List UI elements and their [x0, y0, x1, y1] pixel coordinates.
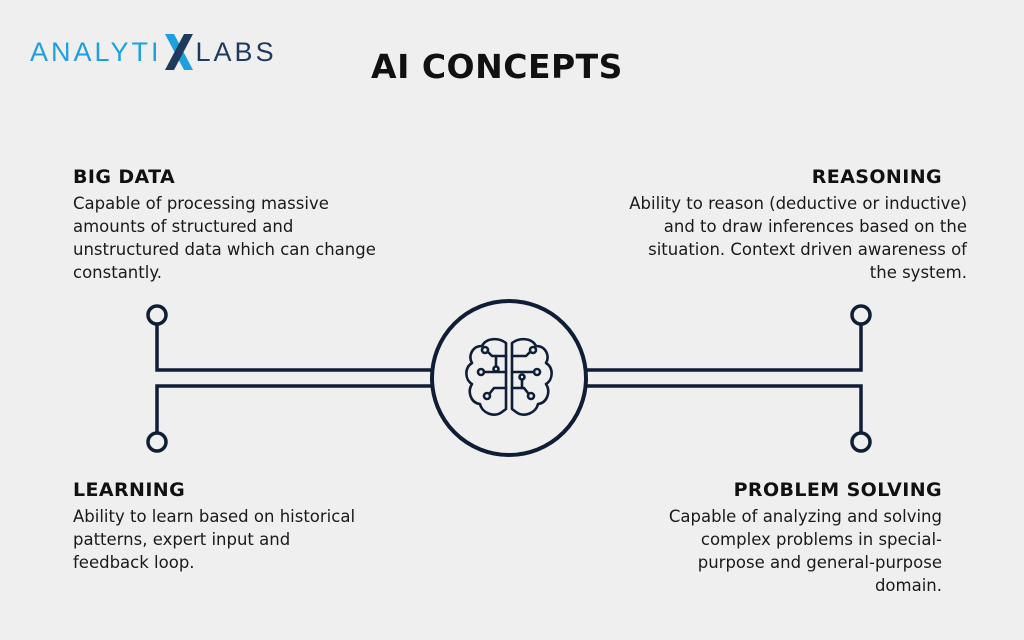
concept-learning: LEARNING Ability to learn based on histo… — [73, 479, 393, 574]
right-connector — [585, 324, 863, 433]
logo-x-mark — [163, 32, 195, 72]
concept-big-data: BIG DATA Capable of processing massive a… — [73, 166, 393, 284]
left-connector — [155, 324, 433, 433]
problem-solving-heading: PROBLEM SOLVING — [733, 479, 942, 501]
problem-solving-text: Capable of analyzing and solving complex… — [668, 507, 942, 595]
reasoning-text: Ability to reason (deductive or inductiv… — [629, 194, 967, 282]
reasoning-heading: REASONING — [811, 166, 942, 188]
logo-text-labs: LABS — [195, 36, 277, 67]
center-circle — [430, 299, 588, 457]
learning-heading: LEARNING — [73, 479, 186, 501]
big-data-heading: BIG DATA — [73, 166, 176, 188]
concept-problem-solving: PROBLEM SOLVING Capable of analyzing and… — [622, 479, 942, 597]
node-reasoning — [850, 304, 872, 326]
concept-reasoning: REASONING Ability to reason (deductive o… — [622, 166, 967, 284]
logo-text-analyti: ANALYTI — [30, 36, 162, 67]
node-problem-solving — [850, 431, 872, 453]
node-learning — [146, 431, 168, 453]
analytixlabs-logo: ANALYTI LABS — [30, 26, 277, 78]
big-data-text: Capable of processing massive amounts of… — [73, 194, 376, 282]
node-big-data — [146, 304, 168, 326]
page-title: AI CONCEPTS — [371, 47, 623, 86]
learning-text: Ability to learn based on historical pat… — [73, 507, 356, 572]
brain-circuit-icon — [465, 337, 553, 416]
